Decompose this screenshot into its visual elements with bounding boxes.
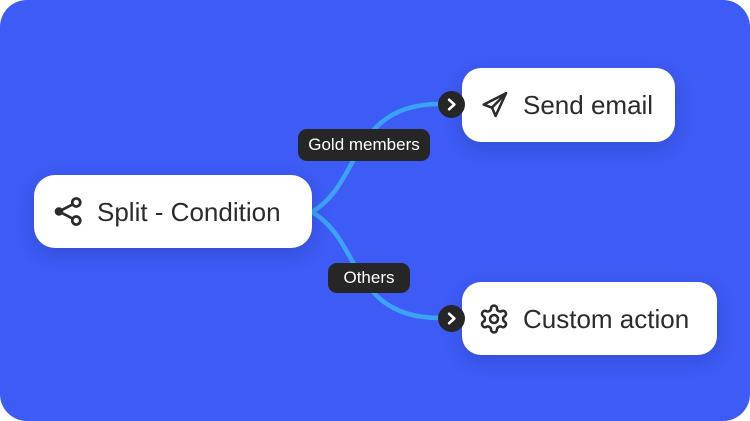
edge-label-text: Others — [343, 268, 395, 287]
node-split-condition[interactable]: Split - Condition — [34, 175, 312, 248]
share-split-icon — [53, 196, 84, 227]
node-label: Split - Condition — [97, 196, 281, 227]
chevron-right-icon — [447, 312, 456, 325]
chevron-right-icon — [447, 98, 456, 111]
node-label: Send email — [523, 90, 654, 120]
send-paper-plane-icon — [478, 89, 510, 121]
connector-chevron-send-email[interactable] — [438, 91, 465, 118]
node-send-email[interactable]: Send email — [462, 68, 675, 142]
connector-chevron-custom-action[interactable] — [438, 305, 465, 332]
edge-label-text: Gold members — [308, 135, 420, 154]
edge-label-gold-members[interactable]: Gold members — [298, 129, 430, 161]
node-custom-action[interactable]: Custom action — [462, 282, 717, 355]
gear-icon — [478, 303, 510, 335]
node-label: Custom action — [523, 303, 690, 334]
edge-label-others[interactable]: Others — [328, 263, 410, 293]
